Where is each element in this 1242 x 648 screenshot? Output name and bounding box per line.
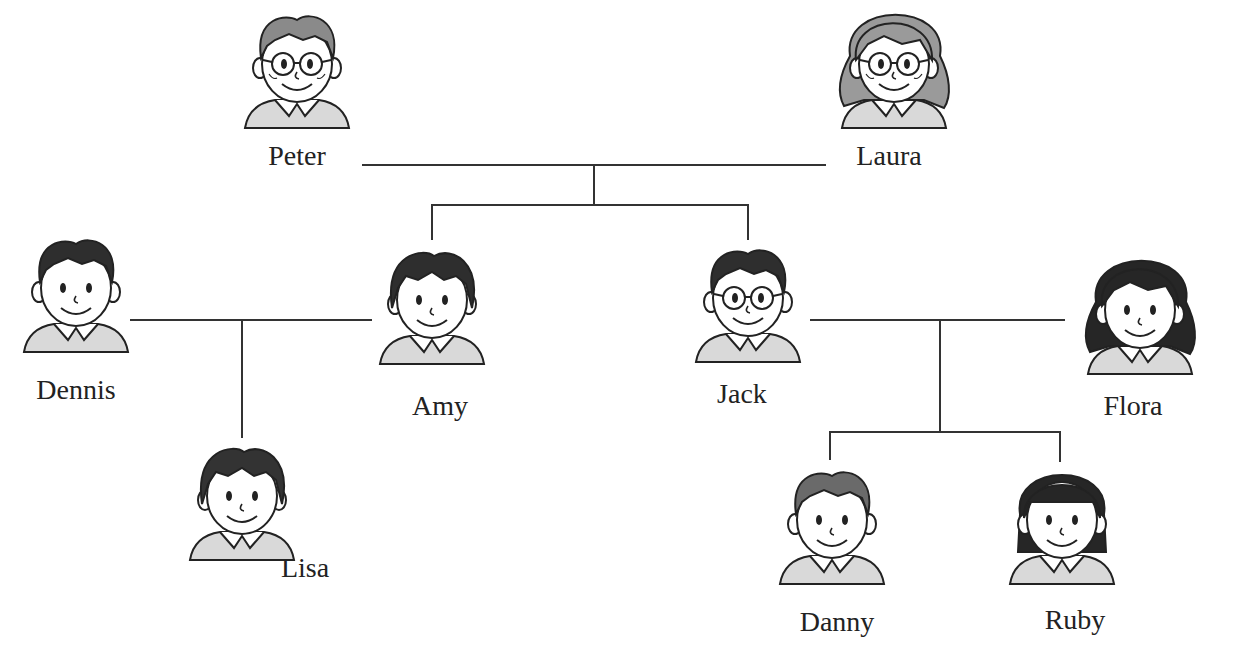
person-node: Dennis bbox=[18, 228, 130, 408]
person-node: Lisa bbox=[180, 438, 335, 586]
person-name: Amy bbox=[412, 390, 468, 422]
person-node: Ruby bbox=[1000, 462, 1130, 638]
person-name: Lisa bbox=[281, 552, 329, 584]
face-illustration bbox=[177, 433, 307, 563]
face-illustration bbox=[232, 1, 362, 131]
family-line bbox=[242, 320, 372, 438]
person-name: Ruby bbox=[1045, 604, 1106, 636]
person-name: Danny bbox=[800, 606, 875, 638]
face-illustration bbox=[997, 457, 1127, 587]
family-line bbox=[432, 165, 826, 240]
face-illustration bbox=[367, 237, 497, 367]
person-name: Jack bbox=[717, 378, 767, 410]
family-line bbox=[830, 320, 1065, 460]
family-line bbox=[940, 320, 1065, 462]
face-illustration bbox=[767, 457, 897, 587]
family-line bbox=[130, 320, 242, 438]
person-node: Flora bbox=[1065, 250, 1215, 422]
family-line bbox=[362, 165, 748, 240]
person-name: Peter bbox=[268, 140, 326, 172]
person-name: Dennis bbox=[36, 374, 115, 406]
face-illustration bbox=[683, 235, 813, 365]
face-illustration bbox=[829, 1, 959, 131]
person-name: Flora bbox=[1103, 390, 1162, 422]
person-node: Danny bbox=[770, 460, 900, 640]
face-illustration bbox=[11, 225, 141, 355]
person-node: Jack bbox=[690, 240, 810, 414]
person-node: Peter bbox=[232, 8, 362, 170]
person-node: Amy bbox=[372, 240, 497, 426]
person-node: Laura bbox=[826, 8, 956, 170]
family-line bbox=[362, 165, 594, 240]
person-name: Laura bbox=[856, 140, 921, 172]
face-illustration bbox=[1075, 247, 1205, 377]
family-line bbox=[810, 320, 1060, 462]
family-line bbox=[594, 165, 826, 240]
